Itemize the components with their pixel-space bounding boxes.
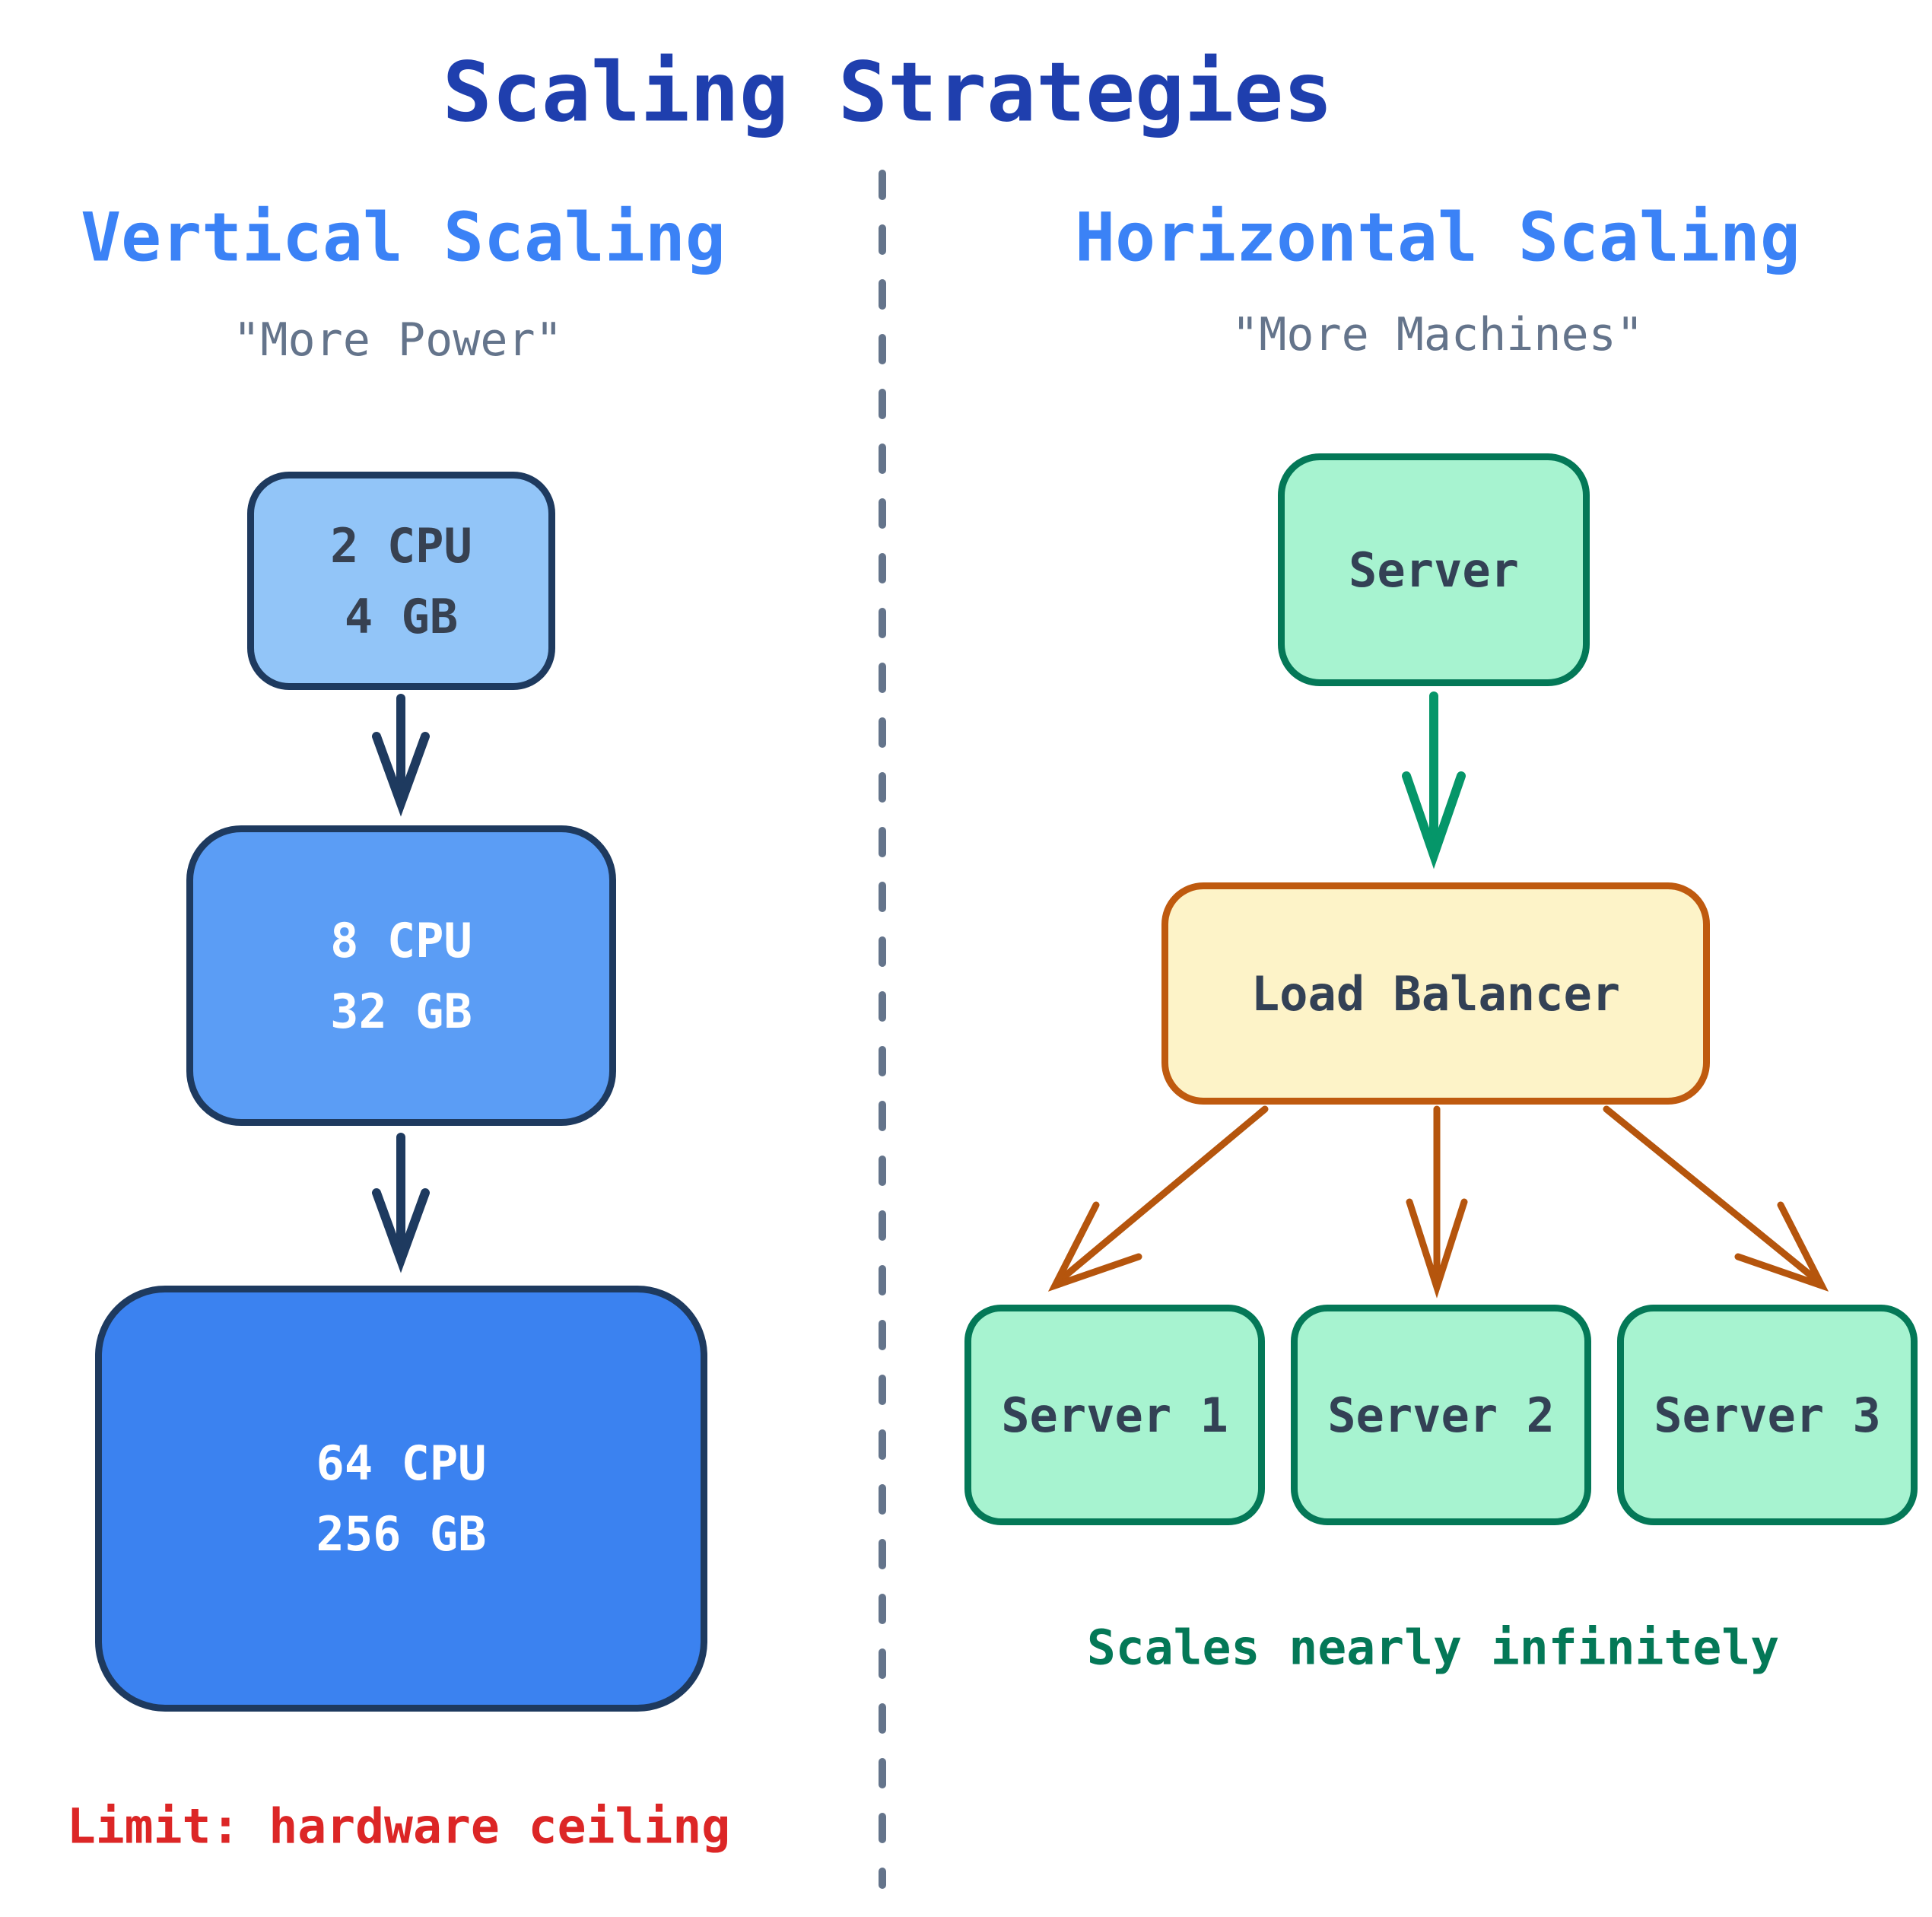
load-balancer-box: Load Balancer: [1161, 882, 1710, 1105]
limit-caption: Limit: hardware ceiling: [66, 1798, 731, 1855]
scale-up-arrow-1: [372, 694, 430, 817]
load-balancer-label: Load Balancer: [1250, 965, 1621, 1022]
server-2-label: Server 2: [1327, 1387, 1555, 1443]
server-3-label: Server 3: [1654, 1387, 1881, 1443]
lb-to-server-3-arrow: [1603, 1105, 1829, 1292]
horizontal-subtitle: "More Machines": [1231, 308, 1644, 361]
section-heading-horizontal: Horizontal Scaling: [1075, 198, 1800, 277]
server-box-label: Server: [1349, 542, 1519, 598]
server-1-label: Server 1: [1001, 1387, 1228, 1443]
server-box: Server: [1278, 453, 1590, 686]
vertical-subtitle: "More Power": [233, 313, 563, 367]
cpu-box-medium-line-1: 8 CPU: [330, 912, 472, 968]
scales-caption: Scales nearly infinitely: [1086, 1620, 1780, 1676]
cpu-box-large-line-2: 256 GB: [316, 1506, 487, 1562]
server-2-box: Server 2: [1291, 1305, 1591, 1525]
cpu-box-small-line-2: 4 GB: [344, 588, 459, 644]
server-3-box: Server 3: [1617, 1305, 1918, 1525]
cpu-box-large: 64 CPU 256 GB: [95, 1286, 707, 1712]
cpu-box-large-line-1: 64 CPU: [316, 1435, 487, 1491]
cpu-box-small-line-1: 2 CPU: [330, 517, 472, 574]
cpu-box-medium: 8 CPU 32 GB: [186, 825, 616, 1126]
page-title: Scaling Strategies: [442, 45, 1333, 141]
scale-up-arrow-2: [372, 1133, 430, 1273]
server-to-lb-arrow: [1402, 691, 1466, 869]
section-heading-vertical: Vertical Scaling: [81, 198, 726, 277]
cpu-box-medium-line-2: 32 GB: [330, 983, 472, 1039]
lb-to-server-2-arrow: [1406, 1105, 1468, 1299]
lb-to-server-1-arrow: [1047, 1105, 1269, 1292]
server-1-box: Server 1: [964, 1305, 1265, 1525]
cpu-box-small: 2 CPU 4 GB: [247, 472, 555, 690]
